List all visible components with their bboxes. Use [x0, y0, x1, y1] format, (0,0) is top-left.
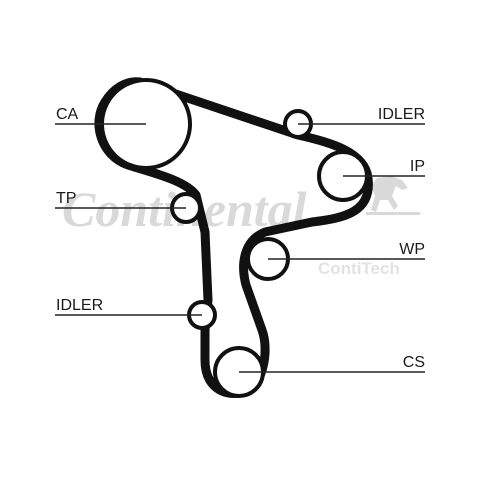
label-idler-top: IDLER: [378, 106, 425, 123]
horse-emblem-icon: [366, 176, 420, 215]
label-wp: WP: [399, 241, 425, 258]
label-idler-bottom: IDLER: [56, 297, 103, 314]
label-tp: TP: [56, 190, 76, 207]
leader-lines: [55, 123, 425, 373]
label-ip: IP: [410, 158, 425, 175]
watermark-sub: ContiTech: [318, 259, 400, 278]
label-ca: CA: [56, 106, 79, 123]
label-cs: CS: [403, 354, 425, 371]
